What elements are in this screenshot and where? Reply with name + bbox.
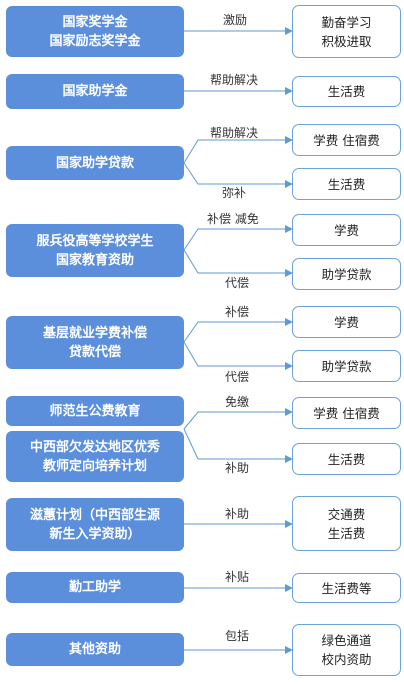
relation-label: 激励 [223,13,248,27]
target-box: 生活费等 [292,573,401,603]
source-line: 贷款代偿 [68,344,121,360]
target-line: 学费 [333,314,359,330]
target-line: 绿色通道 [321,633,372,648]
target-box: 生活费 [292,443,401,475]
relation-label: 弥补 [222,186,247,200]
relation-label: 免缴 [225,395,250,409]
source-line: 国家助学贷款 [55,155,134,171]
relation-label: 补偿 [225,305,250,319]
source-box-teacher-training-plan: 中西部欠发达地区优秀 教师定向培养计划 [6,431,184,482]
target-box: 勤奋学习 积极进取 [292,5,401,58]
connector-arrow-lower [183,249,293,277]
target-box: 生活费 [292,168,401,200]
relation-label: 代偿 [225,370,250,384]
target-line: 校内资助 [321,652,372,667]
target-box: 学费 [292,214,401,246]
source-line: 服兵役高等学校学生 [36,233,154,249]
target-box: 助学贷款 [292,258,401,290]
target-line: 生活费 [327,176,366,192]
source-box-normal-student-free-education: 师范生公费教育 [6,396,184,426]
connector-arrow-lower [183,341,293,370]
source-line: 国家教育资助 [55,252,134,268]
relation-label: 代偿 [225,276,250,290]
source-line: 国家助学金 [62,84,128,99]
target-line: 生活费 [327,84,366,99]
source-line: 基层就业学费补偿 [42,325,147,341]
source-box-work-study: 勤工助学 [6,572,184,603]
connector-arrow-upper [183,408,293,430]
connector-arrow-upper [183,225,293,251]
relation-label: 帮助解决 [210,126,259,140]
target-line: 学费 住宿费 [313,132,380,148]
source-box-student-loan: 国家助学贷款 [6,146,184,180]
target-line: 勤奋学习 [321,14,372,30]
source-box-national-grant: 国家助学金 [6,74,184,109]
relation-label: 帮助解决 [210,73,259,87]
source-box-military-service-aid: 服兵役高等学校学生 国家教育资助 [6,224,184,277]
target-box: 学费 住宿费 [292,397,401,429]
target-line: 生活费 [327,451,366,467]
target-box: 交通费 生活费 [292,496,401,551]
source-line: 滋蕙计划（中西部生源 [29,507,160,523]
connector-arrow-lower [183,162,293,188]
target-box: 助学贷款 [292,350,401,382]
relation-label: 补助 [225,507,250,521]
relation-label: 补助 [225,461,250,475]
target-box: 学费 住宿费 [292,124,401,156]
target-line: 学费 住宿费 [313,405,380,421]
target-box: 学费 [292,306,401,338]
source-box-national-scholarship: 国家奖学金 国家励志奖学金 [6,6,184,57]
target-line: 生活费等 [321,580,372,596]
source-line: 师范生公费教育 [49,403,141,419]
source-line: 其他资助 [68,642,121,657]
relation-label: 包括 [225,629,250,643]
relation-label: 补贴 [225,570,250,584]
source-line: 勤工助学 [68,580,121,595]
target-line: 学费 [333,222,359,238]
target-box: 生活费 [292,76,401,107]
target-line: 交通费 [327,506,366,522]
connector-arrow-lower [183,428,293,463]
connector-arrow-upper [183,136,293,164]
target-line: 积极进取 [321,33,372,49]
target-line: 助学贷款 [321,266,372,282]
source-box-grassroots-employment: 基层就业学费补偿 贷款代偿 [6,316,184,369]
target-line: 助学贷款 [321,358,372,374]
target-line: 生活费 [327,525,366,541]
source-line: 国家奖学金 [62,14,128,30]
source-box-zihui-plan: 滋蕙计划（中西部生源 新生入学资助） [6,498,184,551]
connector-arrow-upper [183,318,293,343]
target-box: 绿色通道 校内资助 [292,624,401,676]
source-line: 教师定向培养计划 [42,458,147,474]
source-line: 中西部欠发达地区优秀 [29,439,160,455]
source-box-other-aid: 其他资助 [6,633,184,666]
source-line: 国家励志奖学金 [49,33,141,49]
source-line: 新生入学资助） [49,526,141,542]
relation-label: 补偿 减免 [207,212,259,226]
